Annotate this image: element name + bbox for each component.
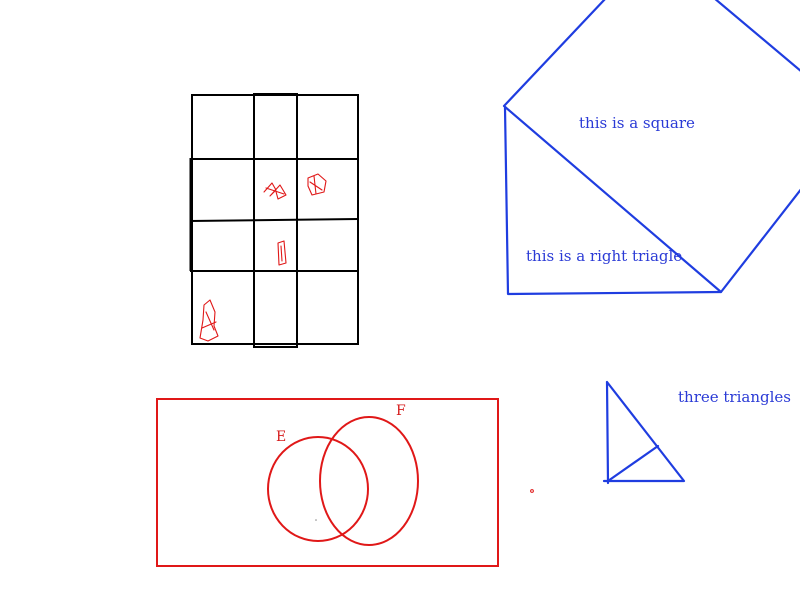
stray-dot — [315, 519, 317, 521]
set-e-circle — [267, 436, 369, 542]
altitude-line — [606, 444, 660, 483]
scribble-mark — [199, 299, 219, 342]
venn-universe-rectangle — [156, 398, 499, 567]
scribble-mark — [277, 240, 287, 266]
scribble-mark — [307, 173, 327, 196]
venn-diagram: E F — [156, 398, 499, 567]
set-f-label: F — [396, 403, 406, 419]
right-triangle-label: this is a right triagle — [526, 247, 682, 265]
set-e-label: E — [276, 429, 286, 445]
three-triangles-drawing: three triangles — [602, 380, 791, 485]
square-label: this is a square — [579, 114, 695, 132]
set-f-ellipse — [319, 416, 419, 546]
grid-row-line — [189, 218, 359, 222]
square-and-triangle-drawing: this is a square this is a right triagle — [502, 0, 800, 296]
outer-triangle — [602, 380, 686, 485]
grid-drawing — [189, 93, 359, 348]
scribble-mark — [263, 182, 287, 200]
stray-red-dot — [530, 489, 534, 493]
three-triangles-label: three triangles — [678, 388, 791, 406]
right-triangle-shape — [503, 106, 723, 296]
red-scribbles — [199, 173, 327, 342]
